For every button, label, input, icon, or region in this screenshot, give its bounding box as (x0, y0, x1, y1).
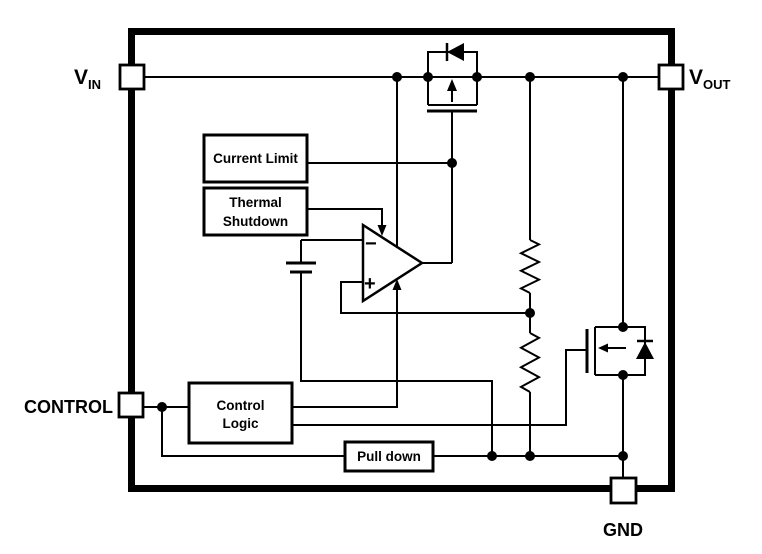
gnd-label: GND (603, 520, 643, 540)
resistor-r1-icon (518, 239, 542, 294)
junction-dot (487, 451, 497, 461)
wire-amp-enable (292, 284, 398, 408)
pin-vout (657, 63, 685, 91)
wire-nmos-gate (292, 349, 587, 426)
noninverting-input-sign: + (364, 273, 376, 295)
pmos-body-diode-icon (447, 43, 464, 61)
thermal-arrow-icon (377, 225, 387, 236)
thermal-shutdown-label-line1: Thermal (229, 195, 282, 210)
pull-down-label: Pull down (357, 449, 421, 464)
chip-outline (128, 28, 675, 492)
vin-label: VIN (74, 66, 101, 92)
wire-thermal-out (307, 208, 383, 227)
block-thermal-shutdown (202, 186, 309, 237)
nmos-body-diode-icon (636, 342, 654, 359)
nmos-fet (585, 326, 654, 376)
junction-dot (423, 72, 433, 82)
pin-vin (118, 63, 146, 91)
control-label: CONTROL (24, 397, 113, 417)
junction-dot (618, 370, 628, 380)
current-limit-label: Current Limit (213, 151, 298, 166)
enable-arrow-icon (392, 279, 402, 290)
error-amplifier (361, 222, 425, 304)
block-pull-down (343, 440, 435, 473)
junction-dot (525, 308, 535, 318)
pmos-pass-fet (427, 43, 478, 113)
pin-gnd (609, 476, 638, 505)
junction-dot (472, 72, 482, 82)
junction-dot (618, 451, 628, 461)
wire-feedback-to-plus (340, 281, 530, 314)
vout-label: VOUT (689, 66, 731, 92)
junction-dot (525, 451, 535, 461)
junction-dot (392, 72, 402, 82)
junction-dot (525, 72, 535, 82)
pin-control (117, 391, 145, 419)
control-logic-label-line2: Logic (223, 416, 259, 431)
reference-capacitor-icon (286, 261, 316, 274)
junction-dot (618, 322, 628, 332)
pmos-body-arrow-icon (447, 79, 457, 91)
control-logic-label-line1: Control (217, 398, 265, 413)
block-control-logic (187, 381, 294, 445)
resistor-r2-icon (518, 332, 542, 393)
thermal-shutdown-label-line2: Shutdown (223, 214, 288, 229)
nmos-body-arrow-icon (598, 343, 608, 353)
wire-control-to-pulldown (161, 407, 345, 457)
junction-dot (618, 72, 628, 82)
junction-dot (447, 158, 457, 168)
junction-dot (157, 402, 167, 412)
junction-dots (157, 72, 628, 461)
block-current-limit (202, 133, 309, 184)
nmos-channel-leads (594, 326, 646, 376)
wires (143, 76, 659, 478)
inverting-input-sign: − (365, 233, 377, 255)
pmos-diode-loop (427, 51, 478, 77)
